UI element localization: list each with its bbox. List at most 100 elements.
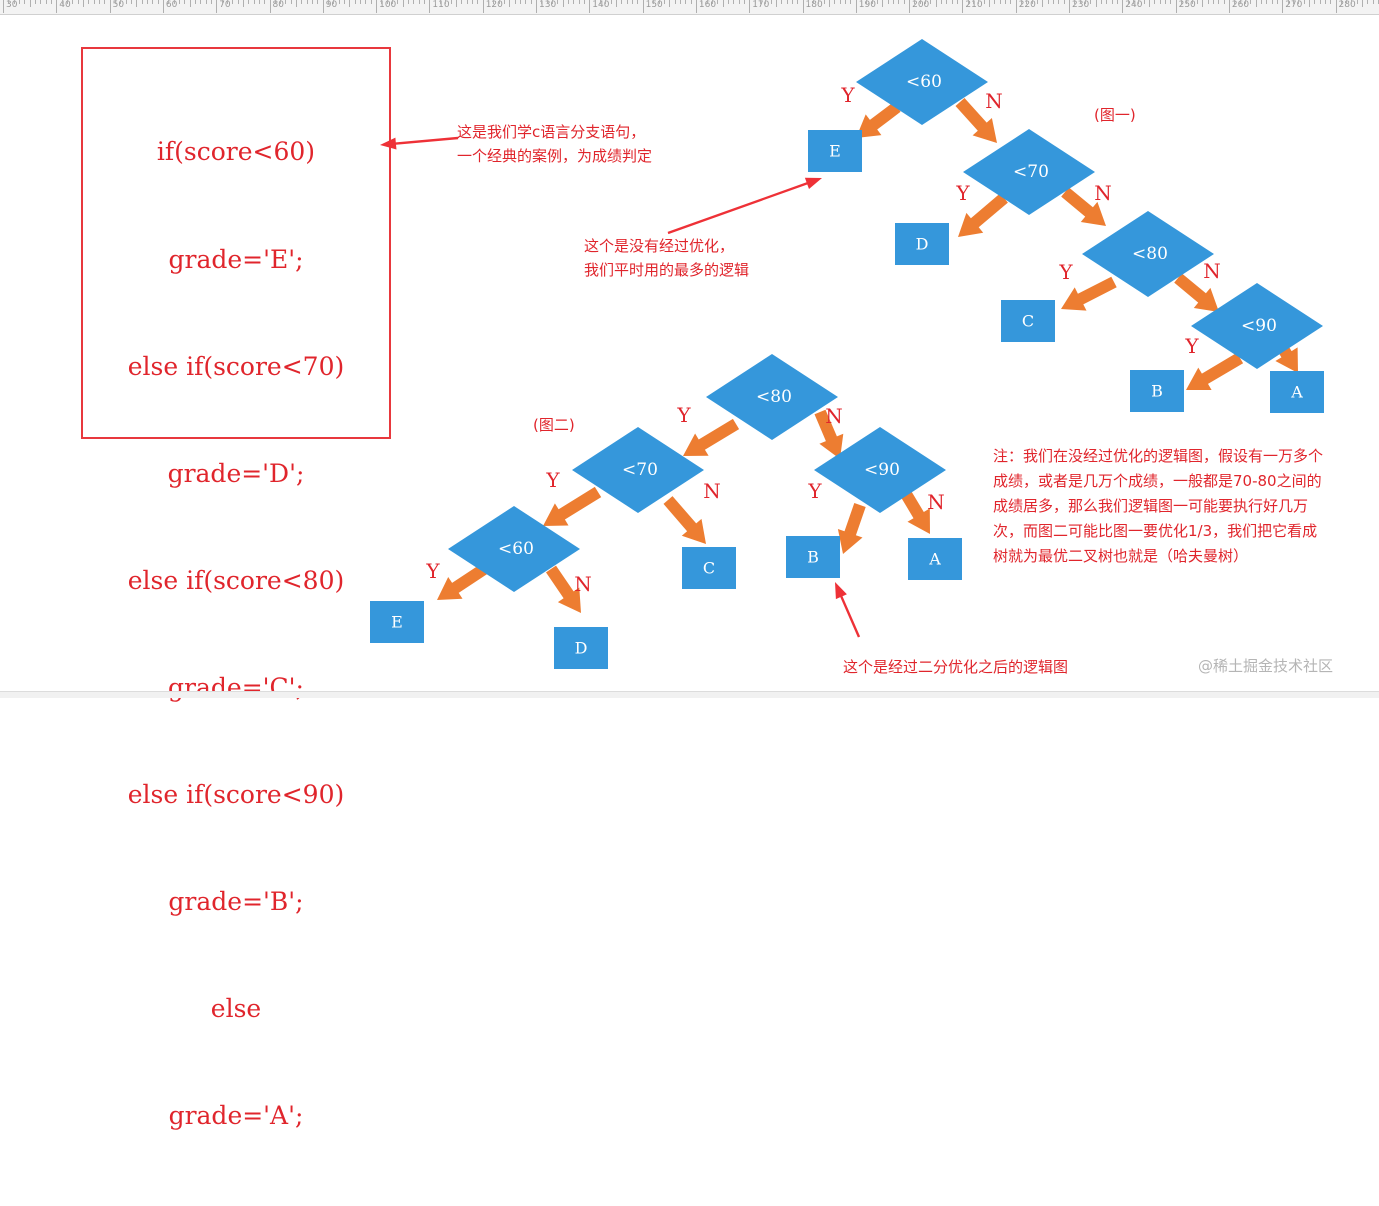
ruler-minor-tick — [877, 0, 879, 4]
ruler-minor-tick — [77, 0, 79, 4]
ruler-label: 60 — [165, 0, 178, 10]
ruler-minor-tick — [1260, 0, 1262, 4]
ruler-minor-tick — [791, 0, 793, 4]
fig2-decision-label-d70: <70 — [622, 460, 658, 480]
ruler-label: 170 — [752, 0, 770, 10]
ruler-minor-tick — [205, 0, 207, 4]
ruler-minor-tick — [775, 0, 777, 7]
ruler-minor-tick — [983, 0, 985, 4]
ruler-tick — [376, 0, 378, 13]
ruler-minor-tick — [445, 0, 447, 4]
ruler-minor-tick — [1276, 0, 1278, 4]
ruler-minor-tick — [354, 0, 356, 4]
ruler-label: 180 — [805, 0, 823, 10]
ruler-minor-tick — [1324, 0, 1326, 4]
ruler-minor-tick — [813, 0, 815, 4]
ruler-label: 190 — [858, 0, 876, 10]
fig1-leaf-label-B: B — [1151, 382, 1163, 401]
fig2-edge-label-d60-D: N — [574, 572, 592, 596]
ruler-minor-tick — [1100, 0, 1102, 4]
ruler-minor-tick — [839, 0, 841, 4]
ruler-minor-tick — [1292, 0, 1294, 4]
ruler-minor-tick — [541, 0, 543, 4]
fig1-decision-label-d60: <60 — [906, 72, 942, 92]
ruler-tick — [1122, 0, 1124, 13]
ruler-minor-tick — [461, 0, 463, 4]
ruler-tick — [109, 0, 111, 13]
ruler-minor-tick — [1356, 0, 1358, 4]
ruler-tick — [3, 0, 4, 13]
ruler-minor-tick — [1074, 0, 1076, 4]
ruler-minor-tick — [1084, 0, 1086, 4]
ruler-minor-tick — [253, 0, 255, 4]
ruler-minor-tick — [557, 0, 559, 4]
ruler-minor-tick — [861, 0, 863, 4]
ruler-tick — [962, 0, 964, 13]
ruler-minor-tick — [1164, 0, 1166, 4]
ruler-minor-tick — [413, 0, 415, 4]
ruler-minor-tick — [1010, 0, 1012, 4]
ruler-minor-tick — [1116, 0, 1118, 4]
ruler-minor-tick — [386, 0, 388, 4]
ruler-minor-tick — [818, 0, 820, 4]
ruler-minor-tick — [114, 0, 116, 4]
fig2-leaf-E — [370, 601, 424, 643]
ruler-minor-tick — [797, 0, 799, 4]
ruler-minor-tick — [72, 0, 74, 4]
ruler-tick — [802, 0, 804, 13]
ruler-minor-tick — [1319, 0, 1321, 4]
code-line: if(score<60) — [156, 137, 316, 167]
ruler-minor-tick — [381, 0, 383, 4]
fig2-decision-label-d60: <60 — [498, 539, 534, 559]
ruler-minor-tick — [274, 0, 276, 4]
ruler-minor-tick — [360, 0, 362, 4]
ruler-minor-tick — [845, 0, 847, 4]
ruler-minor-tick — [1138, 0, 1140, 4]
fig1-arrow-d70-d80 — [1061, 187, 1106, 226]
ruler-minor-tick — [120, 0, 122, 4]
ruler-minor-tick — [925, 0, 927, 4]
ruler-label: 70 — [219, 0, 231, 10]
ruler-tick — [1175, 0, 1177, 13]
ruler-minor-tick — [498, 0, 500, 4]
ruler-minor-tick — [328, 0, 330, 4]
ruler-tick — [482, 0, 484, 13]
ruler-minor-tick — [1143, 0, 1145, 4]
ruler-minor-tick — [989, 0, 991, 7]
ruler-minor-tick — [141, 0, 143, 4]
ruler-minor-tick — [583, 0, 585, 4]
ruler-minor-tick — [1202, 0, 1204, 7]
ruler-minor-tick — [599, 0, 601, 4]
ruler-tick — [429, 0, 431, 13]
ruler-minor-tick — [679, 0, 681, 4]
fig2-leaf-label-E: E — [391, 613, 403, 632]
ruler-label: 120 — [485, 0, 503, 10]
fig2-decision-label-d90: <90 — [864, 460, 900, 480]
ruler-minor-tick — [610, 0, 612, 4]
ruler-minor-tick — [1111, 0, 1113, 4]
ruler-tick — [162, 0, 164, 13]
ruler-tick — [1282, 0, 1284, 13]
ruler-minor-tick — [653, 0, 655, 4]
ruler-minor-tick — [562, 0, 564, 7]
fig2-arrow-d70-C — [663, 496, 706, 544]
figure1-label: (图一) — [1094, 106, 1136, 124]
fig2-edge-label-d80-d90: N — [825, 404, 843, 428]
ruler-minor-tick — [472, 0, 474, 4]
fig1-arrow-d80-C — [1061, 276, 1117, 311]
ruler-label: 240 — [1125, 0, 1143, 10]
ruler-minor-tick — [615, 0, 617, 7]
ruler-tick — [909, 0, 911, 13]
ruler-minor-tick — [957, 0, 959, 4]
ruler-tick — [749, 0, 751, 13]
ruler-minor-tick — [1308, 0, 1310, 7]
ruler-minor-tick — [290, 0, 292, 4]
ruler-minor-tick — [1095, 0, 1097, 7]
ruler-tick — [642, 0, 644, 13]
ruler-minor-tick — [994, 0, 996, 4]
fig2-decision-d60 — [448, 506, 580, 592]
code-line: else — [210, 994, 262, 1024]
fig1-leaf-A — [1270, 371, 1324, 413]
ruler-minor-tick — [903, 0, 905, 4]
ruler-minor-tick — [434, 0, 436, 4]
